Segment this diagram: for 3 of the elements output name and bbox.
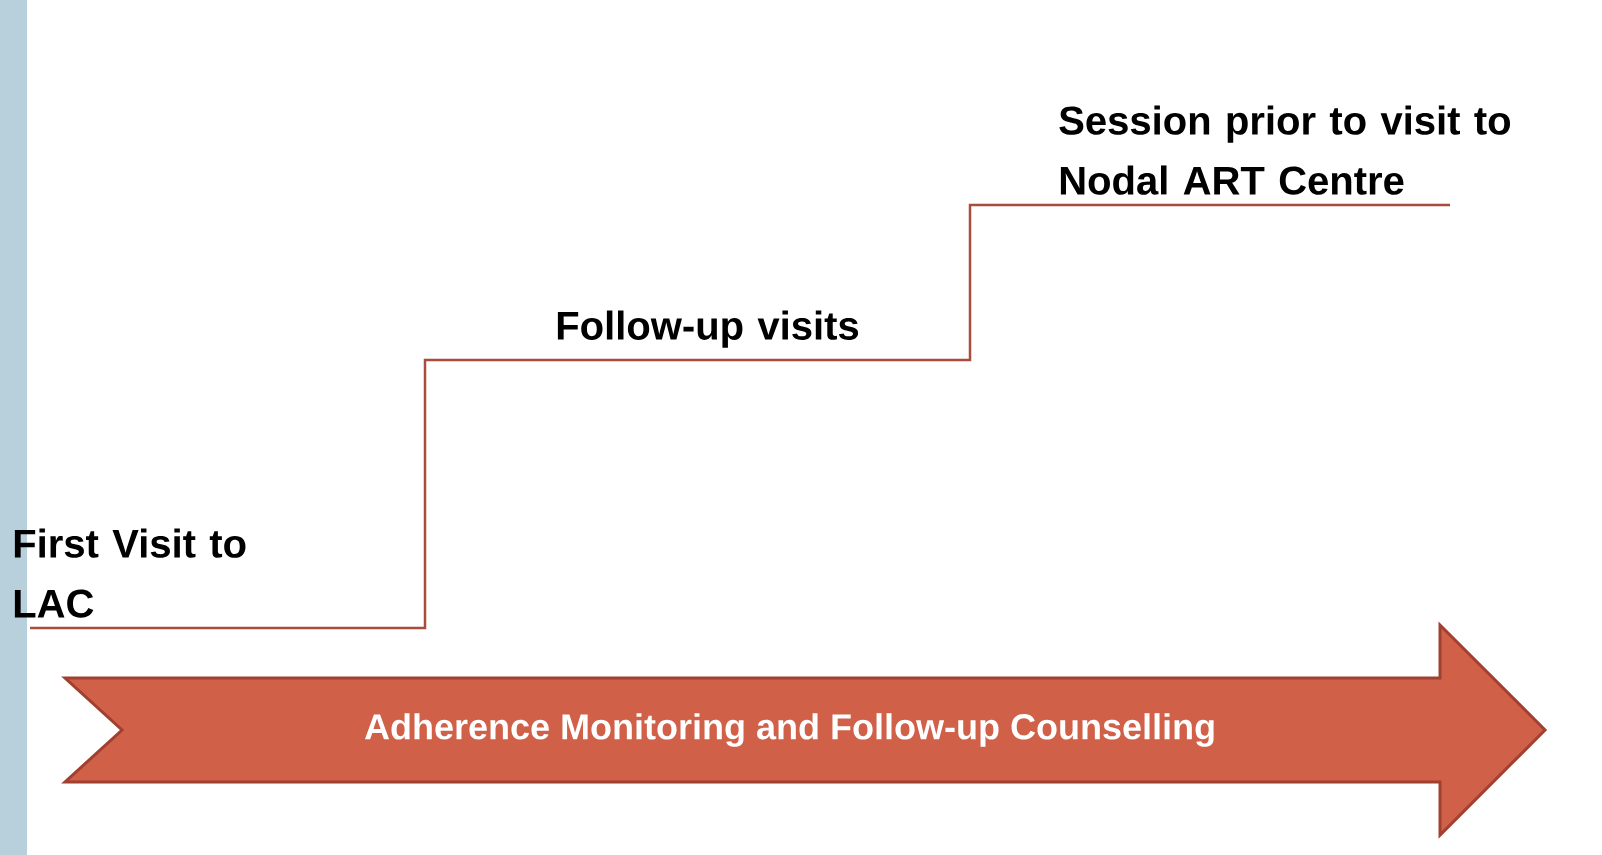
step-label: First Visit to LAC: [14, 528, 246, 618]
step-label: Session prior to visit to Nodal ART Centre: [1059, 105, 1511, 195]
step-label: Follow-up visits: [557, 310, 859, 348]
